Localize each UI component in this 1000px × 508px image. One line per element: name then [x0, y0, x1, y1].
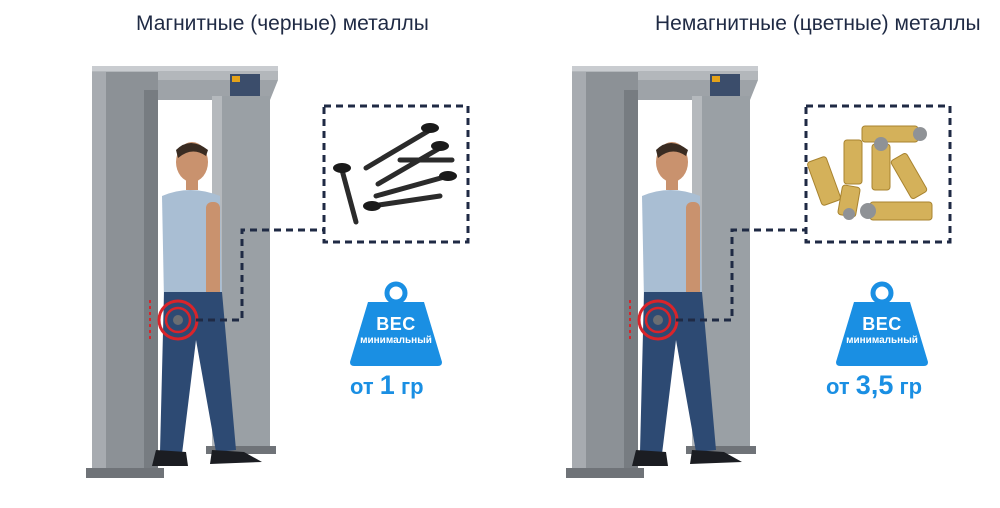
panel-title: Магнитные (черные) металлы [136, 12, 429, 35]
min-weight-label: от 3,5 гр [826, 370, 922, 401]
walk-through-detector-scene [566, 66, 952, 478]
weight-badge-subtitle: минимальный [846, 335, 918, 346]
weight-badge: ВЕС минимальный [836, 314, 928, 346]
min-weight-prefix: от [350, 374, 374, 399]
weight-badge-title: ВЕС [862, 314, 902, 334]
callout-line [676, 228, 806, 322]
min-weight-value: 1 [379, 370, 395, 400]
walk-through-detector-scene [86, 66, 470, 478]
min-weight-unit: гр [899, 374, 923, 399]
callout-line [196, 228, 324, 322]
panel-non-ferrous: Немагнитные (цветные) металлы [500, 0, 1000, 508]
weight-badge: ВЕС минимальный [350, 314, 442, 346]
min-weight-prefix: от [826, 374, 850, 399]
panel-ferrous: Магнитные (черные) металлы [86, 12, 470, 478]
metal-detector-gate-icon [86, 66, 278, 478]
weight-icon [836, 281, 928, 366]
min-weight-unit: гр [400, 374, 424, 399]
black-screws-icon [322, 104, 470, 244]
panel-title: Немагнитные (цветные) металлы [655, 12, 981, 35]
weight-badge-title: ВЕС [376, 314, 416, 334]
weight-badge-subtitle: минимальный [360, 335, 432, 346]
weight-icon [350, 281, 442, 366]
min-weight-value: 3,5 [855, 370, 894, 400]
min-weight-label: от 1 гр [350, 370, 424, 401]
brass-cartridges-icon [804, 104, 952, 244]
